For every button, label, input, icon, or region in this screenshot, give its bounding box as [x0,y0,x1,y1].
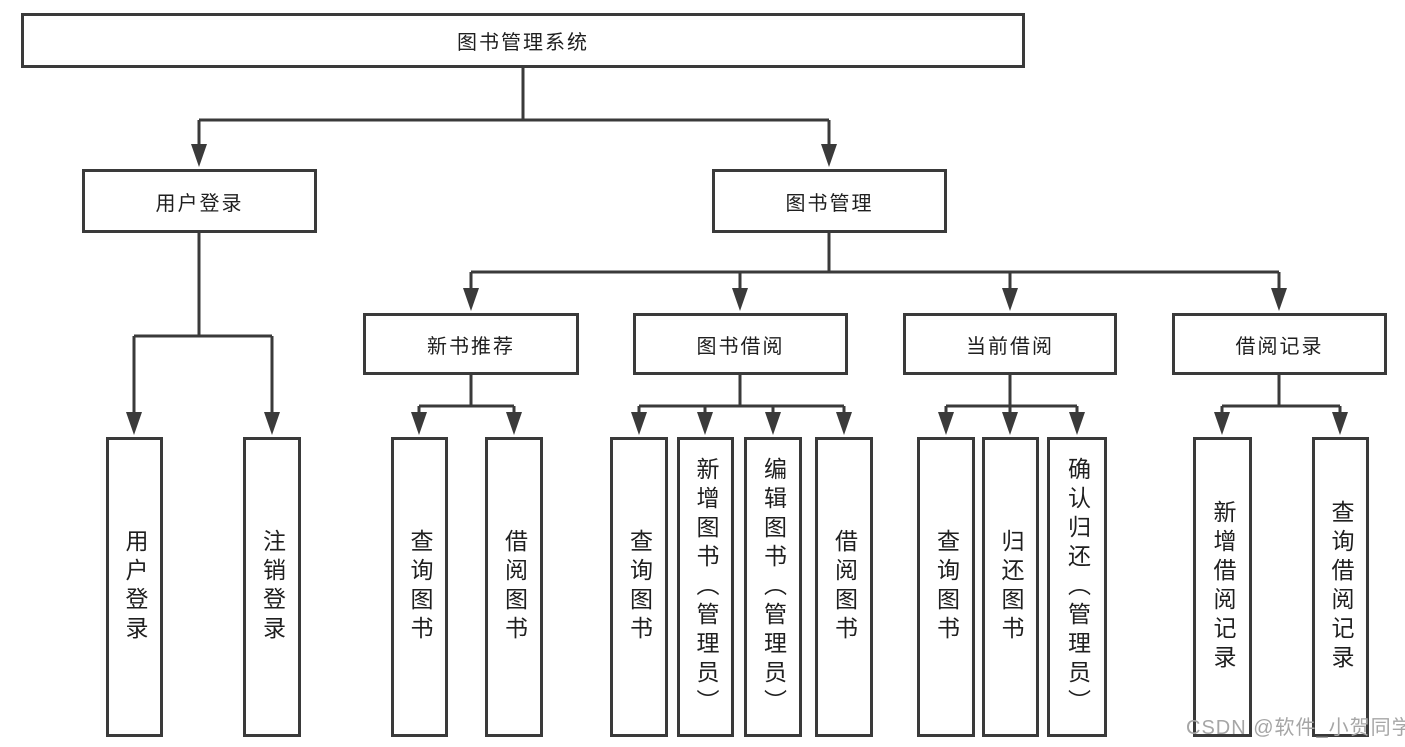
node-book-borrowing-label: 图书借阅 [696,335,785,358]
leaf-query-books-current: 查询图书 [917,437,975,737]
node-book-borrowing: 图书借阅 [633,313,848,375]
leaf-confirm-return-admin-label: 确认归还（管理员） [1064,456,1091,718]
node-new-book-recommendation: 新书推荐 [363,313,579,375]
watermark: CSDN @软件_小贺同学 [1186,717,1405,739]
leaf-return-book-label: 归还图书 [998,529,1024,645]
node-system-root-label: 图书管理系统 [457,32,589,54]
leaf-confirm-return-admin: 确认归还（管理员） [1047,437,1107,737]
leaf-borrow-books-borrowing-label: 借阅图书 [831,529,858,645]
leaf-user-login-label: 用户登录 [122,529,148,645]
node-borrowing-records-label: 借阅记录 [1235,335,1324,358]
leaf-query-borrow-record: 查询借阅记录 [1312,437,1369,737]
leaf-return-book: 归还图书 [982,437,1039,737]
node-borrowing-records: 借阅记录 [1172,313,1387,375]
leaf-logout-label: 注销登录 [259,529,286,645]
leaf-add-book-admin-label: 新增图书（管理员） [693,456,719,718]
node-current-borrowing-label: 当前借阅 [966,335,1054,358]
leaf-edit-book-admin: 编辑图书（管理员） [744,437,802,737]
leaf-query-books-recommend: 查询图书 [391,437,448,737]
node-new-book-recommendation-label: 新书推荐 [427,335,515,358]
node-user-login: 用户登录 [82,169,317,233]
leaf-borrow-books-recommend: 借阅图书 [485,437,543,737]
node-system-root: 图书管理系统 [21,13,1025,68]
node-current-borrowing: 当前借阅 [903,313,1117,375]
leaf-borrow-books-borrowing: 借阅图书 [815,437,873,737]
leaf-query-borrow-record-label: 查询借阅记录 [1328,500,1354,674]
leaf-add-borrow-record: 新增借阅记录 [1193,437,1252,737]
leaf-add-book-admin: 新增图书（管理员） [677,437,734,737]
leaf-logout: 注销登录 [243,437,301,737]
leaf-query-books-borrowing-label: 查询图书 [626,529,653,645]
leaf-add-borrow-record-label: 新增借阅记录 [1210,500,1236,674]
leaf-borrow-books-recommend-label: 借阅图书 [501,529,528,645]
node-book-management: 图书管理 [712,169,947,233]
leaf-query-books-borrowing: 查询图书 [610,437,668,737]
leaf-query-books-current-label: 查询图书 [933,529,960,645]
arrowheads [126,144,1348,435]
node-book-management-label: 图书管理 [785,192,874,215]
node-user-login-label: 用户登录 [155,192,244,215]
leaf-edit-book-admin-label: 编辑图书（管理员） [760,456,787,718]
leaf-user-login: 用户登录 [106,437,163,737]
leaf-query-books-recommend-label: 查询图书 [407,529,433,645]
